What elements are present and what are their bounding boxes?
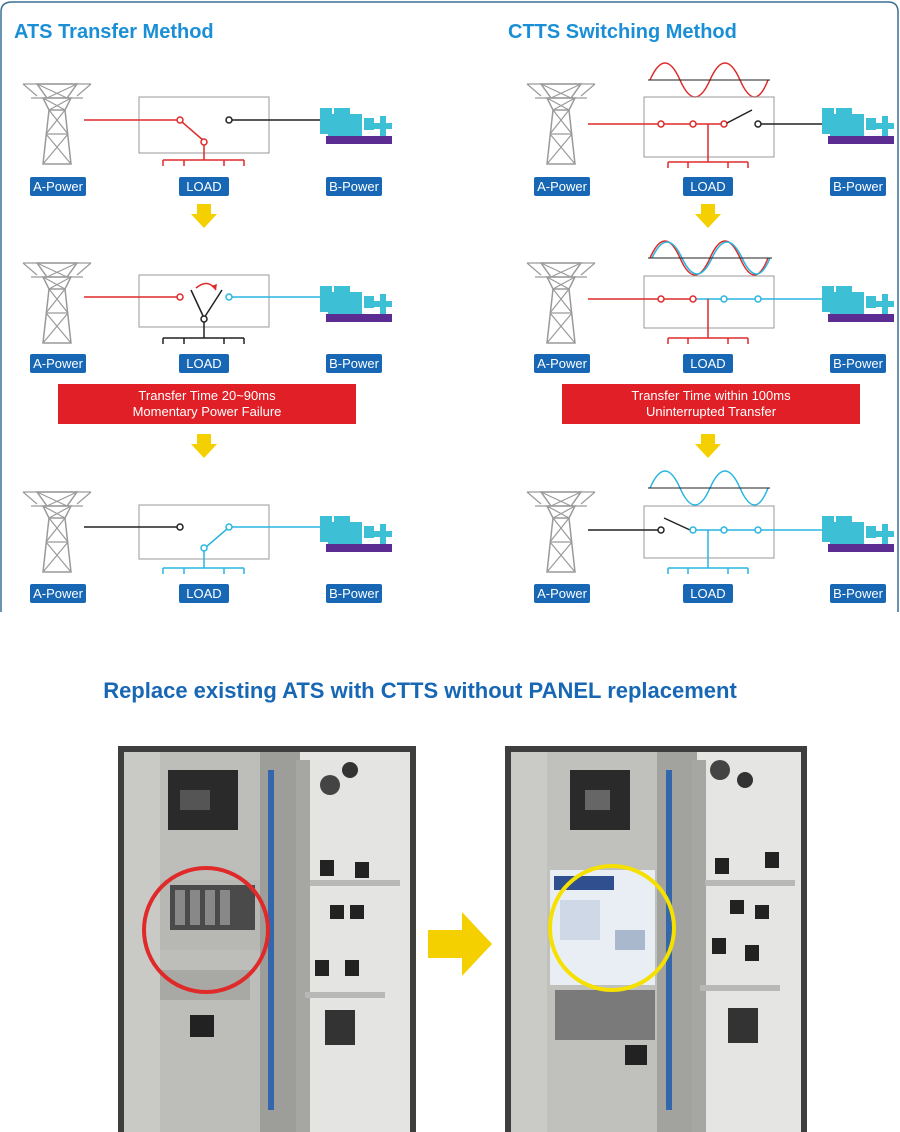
tower-icon [22,491,92,573]
a-power-label: A-Power [30,354,86,373]
generator-icon [822,516,894,552]
ats-transfer-banner: Transfer Time 20~90ms Momentary Power Fa… [58,384,356,424]
tower-icon [22,262,92,344]
photo-existing-ats-panel [118,746,416,1132]
ctts-stage-3: A-Power LOAD B-Power [526,470,894,603]
svg-text:B-Power: B-Power [833,586,884,601]
ctts-stage-1: A-Power LOAD B-Power [526,62,894,196]
load-label: LOAD [683,584,733,603]
down-arrow-icon [695,434,721,458]
svg-text:Transfer Time 20~90ms: Transfer Time 20~90ms [138,388,276,403]
load-label: LOAD [683,354,733,373]
svg-text:LOAD: LOAD [690,586,725,601]
highlight-circle-yellow [548,864,676,992]
svg-text:A-Power: A-Power [537,179,588,194]
ctts-stage-2: A-Power LOAD B-Power [526,240,894,373]
a-power-label: A-Power [30,177,86,196]
load-label: LOAD [179,354,229,373]
tower-icon [22,83,92,165]
svg-text:A-Power: A-Power [33,356,84,371]
b-power-label: B-Power [830,354,886,373]
generator-icon [320,108,392,144]
svg-text:LOAD: LOAD [186,586,221,601]
a-power-label: A-Power [534,584,590,603]
headline: Replace existing ATS with CTTS without P… [103,678,737,703]
down-arrow-icon [191,434,217,458]
svg-text:B-Power: B-Power [833,356,884,371]
svg-text:B-Power: B-Power [833,179,884,194]
svg-text:Momentary Power Failure: Momentary Power Failure [133,404,282,419]
ats-title: ATS Transfer Method [14,21,214,43]
ctts-transfer-banner: Transfer Time within 100ms Uninterrupted… [562,384,860,424]
tower-icon [526,262,596,344]
svg-text:LOAD: LOAD [186,356,221,371]
ats-stage-1: A-Power LOAD B-Power [22,83,392,196]
load-label: LOAD [179,584,229,603]
svg-text:A-Power: A-Power [33,179,84,194]
b-power-label: B-Power [830,584,886,603]
a-power-label: A-Power [534,177,590,196]
load-label: LOAD [683,177,733,196]
highlight-circle-red [142,866,270,994]
svg-text:A-Power: A-Power [537,356,588,371]
down-arrow-icon [695,204,721,228]
down-arrow-icon [191,204,217,228]
section-frame [0,1,899,612]
svg-text:A-Power: A-Power [537,586,588,601]
ats-stage-2: A-Power LOAD B-Power [22,262,392,373]
tower-icon [526,83,596,165]
load-label: LOAD [179,177,229,196]
tower-icon [526,491,596,573]
svg-text:A-Power: A-Power [33,586,84,601]
svg-text:Uninterrupted Transfer: Uninterrupted Transfer [646,404,777,419]
svg-text:B-Power: B-Power [329,356,380,371]
generator-icon [320,286,392,322]
generator-icon [320,516,392,552]
svg-text:LOAD: LOAD [690,356,725,371]
photo-ctts-panel [505,746,807,1132]
a-power-label: A-Power [534,354,590,373]
ctts-title: CTTS Switching Method [508,21,737,43]
generator-icon [822,108,894,144]
generator-icon [822,286,894,322]
b-power-label: B-Power [326,584,382,603]
svg-text:B-Power: B-Power [329,179,380,194]
right-arrow-icon [428,912,492,976]
svg-text:LOAD: LOAD [186,179,221,194]
b-power-label: B-Power [326,354,382,373]
svg-text:LOAD: LOAD [690,179,725,194]
a-power-label: A-Power [30,584,86,603]
svg-text:B-Power: B-Power [329,586,380,601]
b-power-label: B-Power [326,177,382,196]
svg-text:Transfer Time within 100ms: Transfer Time within 100ms [631,388,791,403]
b-power-label: B-Power [830,177,886,196]
ats-stage-3: A-Power LOAD B-Power [22,491,392,603]
